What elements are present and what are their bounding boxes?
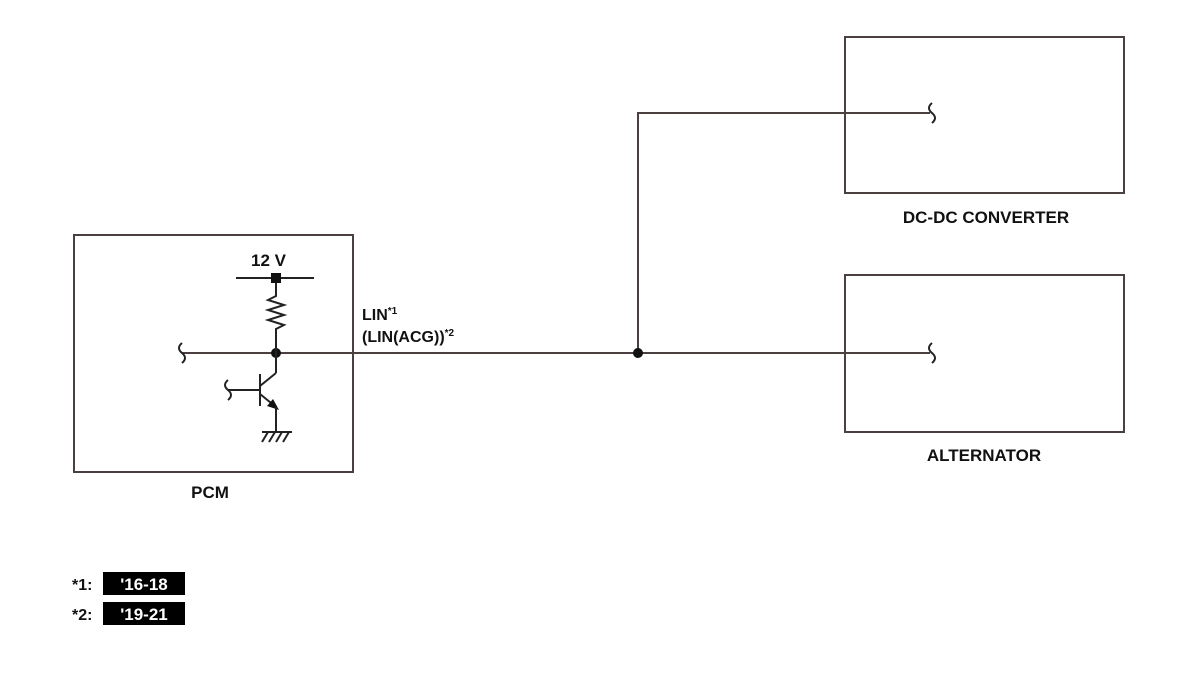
ground-symbol-icon [261, 431, 290, 443]
lin-acg-signal-label: (LIN(ACG))*2 [362, 328, 455, 346]
dcdc-branch-wire [637, 112, 930, 353]
dcdc-converter-label: DC-DC CONVERTER [903, 208, 1069, 227]
supply-terminal-symbol [271, 273, 281, 283]
dcdc-connector-break-symbol [928, 102, 936, 124]
alternator-label: ALTERNATOR [927, 446, 1041, 465]
pcm-label: PCM [191, 483, 229, 502]
footnote-1-years: '16-18 [120, 575, 168, 594]
footnote-2-years: '19-21 [120, 605, 168, 624]
lin-signal-label: LIN*1 [362, 306, 398, 324]
dcdc-converter-box [844, 36, 1125, 194]
bus-junction-dot [633, 348, 643, 358]
footnote-2-badge [103, 602, 185, 625]
footnote-1-marker: *1: [72, 577, 92, 594]
pullup-resistor-symbol [264, 283, 288, 353]
transistor-base-break-symbol [224, 379, 232, 401]
transistor-collector [259, 372, 277, 387]
footnote-1-badge [103, 572, 185, 595]
voltage-label: 12 V [251, 251, 287, 270]
alternator-connector-break-symbol [928, 342, 936, 364]
footnote-2-marker: *2: [72, 607, 92, 624]
pcm-connector-break-symbol [178, 342, 186, 364]
